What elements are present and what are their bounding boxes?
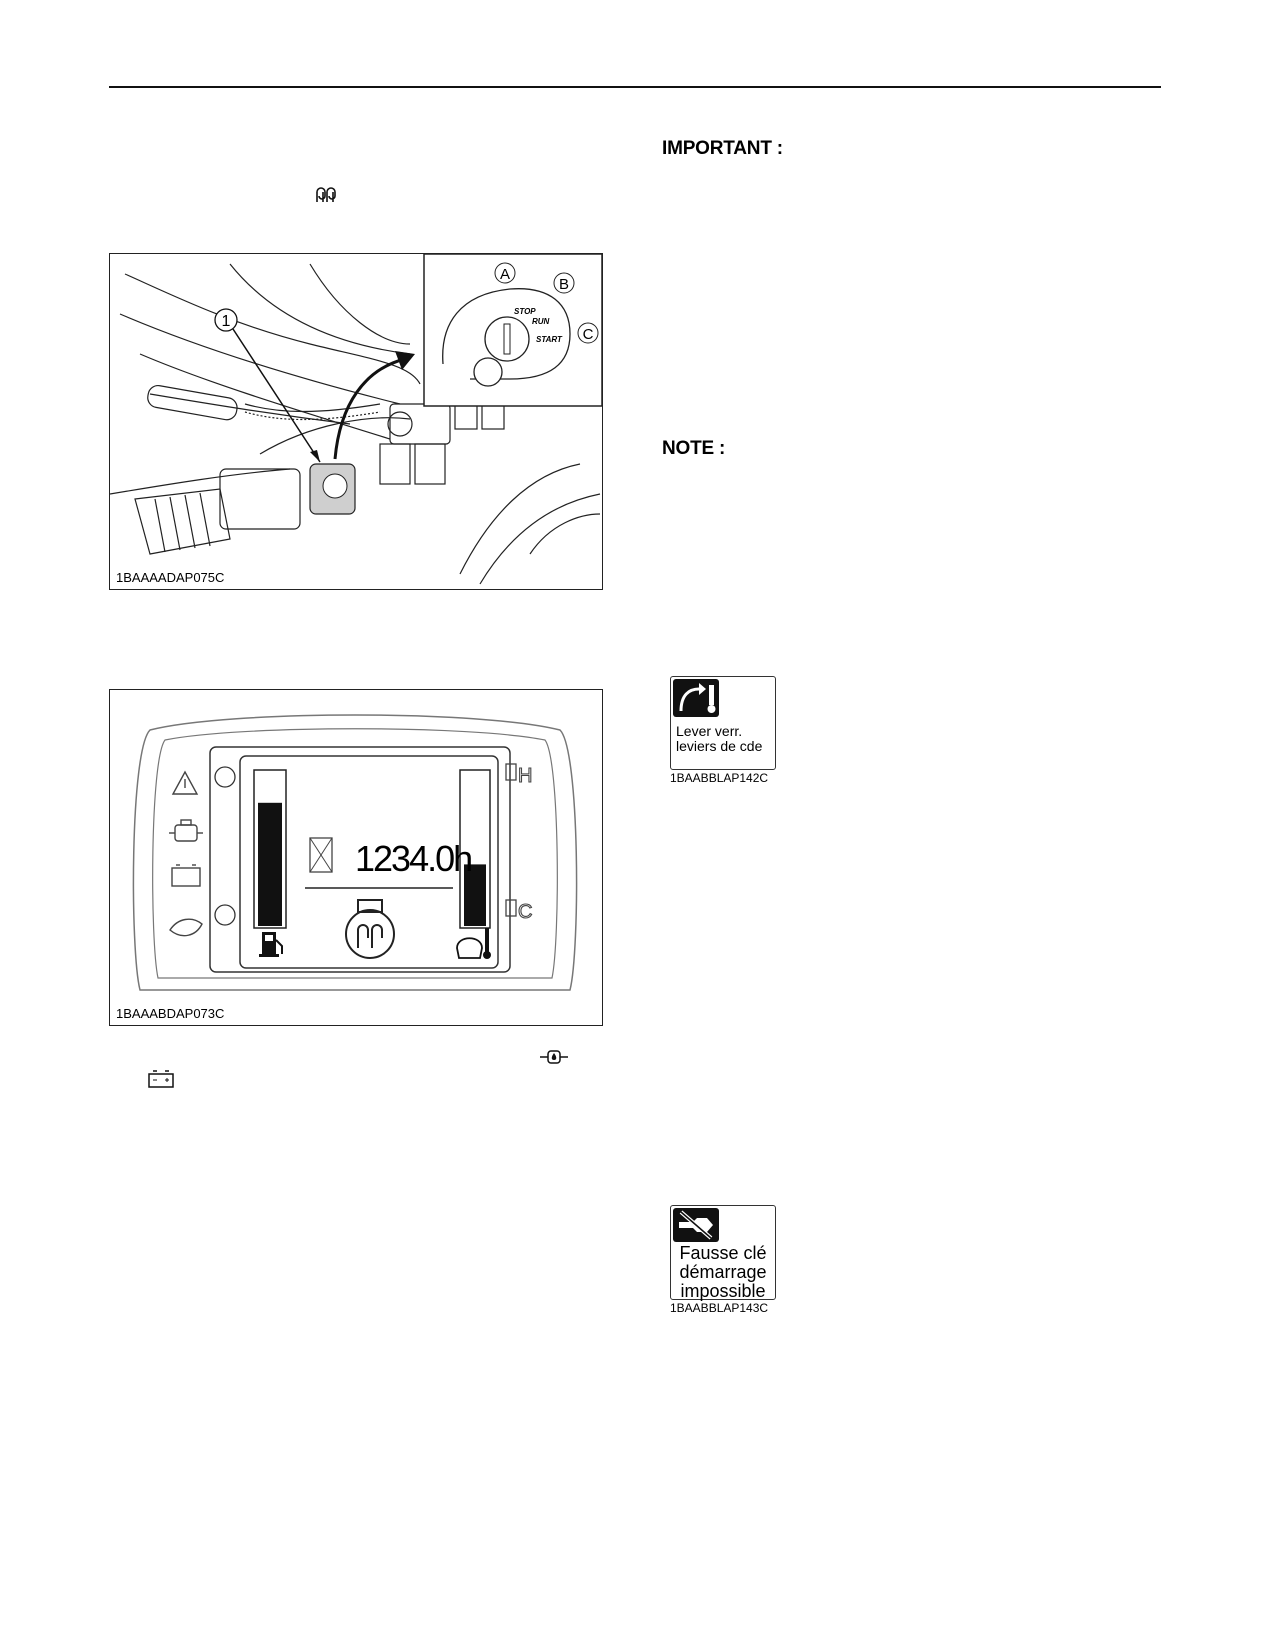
decal1-line2: leviers de cde bbox=[676, 738, 763, 754]
note-heading: NOTE : bbox=[662, 438, 726, 459]
temp-low-label: C bbox=[518, 901, 532, 923]
dashboard-figure: 1234.0h H C 1BAAABDAP073C bbox=[109, 689, 603, 1026]
temp-gauge-fill bbox=[464, 864, 486, 926]
switch-start: START bbox=[536, 335, 563, 344]
warning-triangle-icon bbox=[171, 770, 199, 795]
fuel-gauge bbox=[253, 769, 287, 929]
coolant-temp-icon bbox=[456, 928, 491, 959]
lever-lock-decal: Lever verr. leviers de cde bbox=[670, 676, 776, 770]
header-rule bbox=[109, 86, 1161, 88]
wrong-key-icon bbox=[673, 1208, 719, 1242]
battery-icon bbox=[171, 864, 201, 887]
decal2-line1: Fausse clé bbox=[679, 1243, 767, 1263]
switch-run: RUN bbox=[532, 317, 550, 326]
temp-high-label: H bbox=[518, 765, 532, 787]
figure-code: 1BAAAADAP075C bbox=[116, 570, 225, 585]
decal1-code: 1BAABBLAP142C bbox=[670, 771, 769, 785]
glow-plug-large-icon bbox=[345, 899, 395, 959]
decal2-line2: démarrage bbox=[679, 1262, 767, 1282]
hare-icon bbox=[169, 918, 203, 937]
lever-lock-icon bbox=[673, 679, 719, 717]
ignition-illustration: 1 STOP RUN START A B C bbox=[110, 254, 602, 585]
engine-oil-icon bbox=[169, 819, 203, 842]
hour-meter: 1234.0h bbox=[355, 838, 471, 879]
important-heading: IMPORTANT : bbox=[662, 138, 783, 159]
decal2-line3: impossible bbox=[680, 1281, 766, 1301]
decal1-line1: Lever verr. bbox=[676, 723, 743, 739]
callout-1: 1 bbox=[222, 313, 231, 330]
wrong-key-decal: Fausse clé démarrage impossible bbox=[670, 1205, 776, 1301]
ignition-figure: 1 STOP RUN START A B C 1BAAAADAP075C bbox=[109, 253, 603, 590]
glow-plug-icon bbox=[316, 187, 336, 202]
dashboard-illustration: 1234.0h H C bbox=[132, 714, 578, 991]
inset-label-b: B bbox=[559, 276, 569, 293]
inset-label-c: C bbox=[583, 326, 594, 343]
decal2-code: 1BAABBLAP143C bbox=[670, 1301, 769, 1315]
temp-gauge bbox=[459, 769, 491, 929]
oil-pressure-icon bbox=[540, 1050, 568, 1064]
fuel-pump-icon bbox=[259, 932, 283, 957]
inset-label-a: A bbox=[500, 266, 510, 283]
fuel-gauge-fill bbox=[258, 802, 282, 926]
figure-code: 1BAAABDAP073C bbox=[116, 1006, 225, 1021]
switch-stop: STOP bbox=[514, 307, 536, 316]
battery-icon bbox=[148, 1070, 174, 1088]
